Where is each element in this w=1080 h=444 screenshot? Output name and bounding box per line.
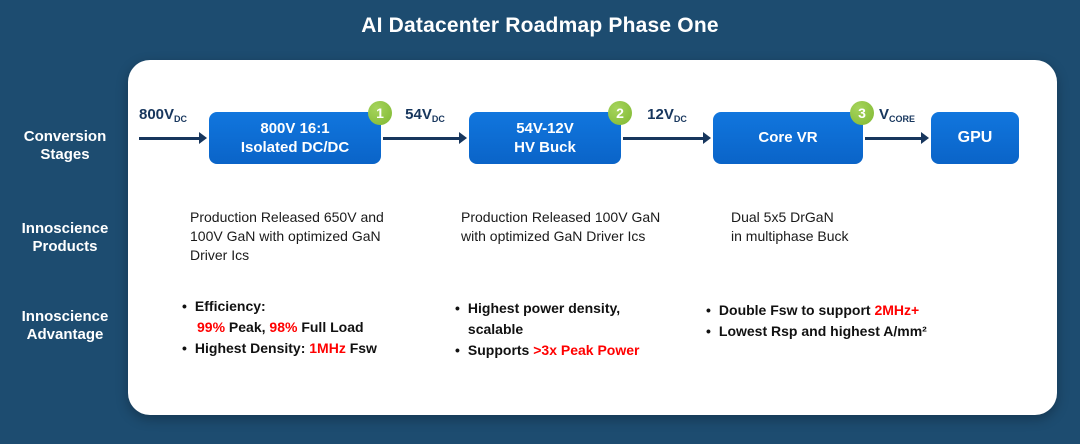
highlight-value: 2MHz+ [874,302,920,318]
advantage-bullet-fsw: Double Fsw to support 2MHz+ [706,300,1036,321]
row-label-conversion-stages: Conversion Stages [23,128,107,163]
advantage-text-wrap: Double Fsw to support 2MHz+ [719,300,919,321]
arrow-right-icon [865,133,929,143]
voltage-sub: DC [431,114,445,124]
products-text-core-vr: Dual 5x5 DrGaN in multiphase Buck [731,208,961,246]
advantage-list-hv-buck: Highest power density, scalable Supports… [455,298,673,361]
voltage-sub: DC [673,114,687,124]
voltage-label-12vdc: 12VDC [621,106,713,124]
highlight-value: 1MHz [309,340,346,356]
advantage-list-isolated-dcdc: Efficiency: 99% Peak, 98% Full Load High… [182,296,437,359]
stage-number-badge-2: 2 [608,101,632,125]
highlight-value: 98% [269,319,298,335]
voltage-sub: DC [174,114,188,124]
row-label-innoscience-advantage: Innoscience Advantage [21,308,109,343]
voltage-main: 54V [405,106,432,123]
voltage-label-vcore: VCORE [863,106,931,124]
stage-box-line2: Isolated DC/DC [240,139,350,156]
arrow-right-icon [623,133,711,143]
advantage-bullet-efficiency: Efficiency: [182,296,437,317]
arrow-group-54v: 54VDC [381,106,469,164]
stage-box-line1: GPU [957,128,993,146]
advantage-bullet-peak-power: Supports >3x Peak Power [455,340,673,361]
advantage-text: Highest Density: [194,340,310,356]
voltage-main: V [878,106,889,123]
products-text-line1: Dual 5x5 DrGaN [731,209,834,225]
input-arrow-group: 800VDC [137,106,209,164]
arrow-group-vcore: VCORE [863,106,931,164]
conversion-flow-row: 800VDC 1 800V 16:1 Isolated DC/DC 54VDC … [137,101,1019,164]
voltage-label-800vdc: 800VDC [137,106,209,124]
stage-number-badge-1: 1 [368,101,392,125]
products-text-line2: in multiphase Buck [731,227,849,244]
advantage-text: Full Load [297,319,364,335]
advantage-bullet-density: Highest Density: 1MHz Fsw [182,338,437,359]
advantage-bullet-power-density: Highest power density, scalable [455,298,673,340]
advantage-text-wrap: Supports >3x Peak Power [468,340,640,361]
stage-box-line2: HV Buck [514,139,576,156]
arrow-right-icon [383,133,467,143]
advantage-text-wrap: Highest Density: 1MHz Fsw [195,338,377,359]
products-text-isolated-dcdc: Production Released 650V and 100V GaN wi… [190,209,384,263]
highlight-value: 99% [197,319,226,335]
arrow-right-icon [139,133,207,143]
stage-box-hv-buck: 2 54V-12V HV Buck [469,101,632,164]
voltage-main: 800V [139,106,175,123]
row-label-innoscience-products: Innoscience Products [21,220,109,255]
voltage-label-54vdc: 54VDC [381,106,469,124]
voltage-sub: CORE [889,114,916,124]
advantage-detail-efficiency: 99% Peak, 98% Full Load [182,317,437,338]
stage-box-isolated-dcdc: 1 800V 16:1 Isolated DC/DC [209,101,392,164]
advantage-text: Efficiency: [194,298,266,314]
advantage-text: Double Fsw to support [718,302,875,318]
arrow-group-12v: 12VDC [621,106,713,164]
advantage-bullet-rsp: Lowest Rsp and highest A/mm² [706,321,1036,342]
advantage-text: Lowest Rsp and highest A/mm² [718,323,927,339]
stage-box-gpu: GPU [931,112,1019,164]
stage-box-core-vr: 3 Core VR [713,101,874,164]
advantage-text: Highest power density, scalable [467,300,621,337]
products-text-hv-buck: Production Released 100V GaN with optimi… [461,209,661,244]
advantage-list-core-vr: Double Fsw to support 2MHz+ Lowest Rsp a… [706,300,1036,342]
stage-box-line1: 800V 16:1 [260,119,330,137]
voltage-main: 12V [647,106,674,123]
roadmap-card: 800VDC 1 800V 16:1 Isolated DC/DC 54VDC … [128,60,1057,415]
advantage-text: Fsw [345,340,377,356]
stage-box-line1: 54V-12V [516,119,574,137]
stage-number-badge-3: 3 [850,101,874,125]
advantage-text: Supports [467,342,534,358]
advantage-text: Peak, [225,319,270,335]
highlight-value: >3x Peak Power [533,342,640,358]
page-title: AI Datacenter Roadmap Phase One [361,14,719,37]
stage-box-line1: Core VR [758,129,818,147]
